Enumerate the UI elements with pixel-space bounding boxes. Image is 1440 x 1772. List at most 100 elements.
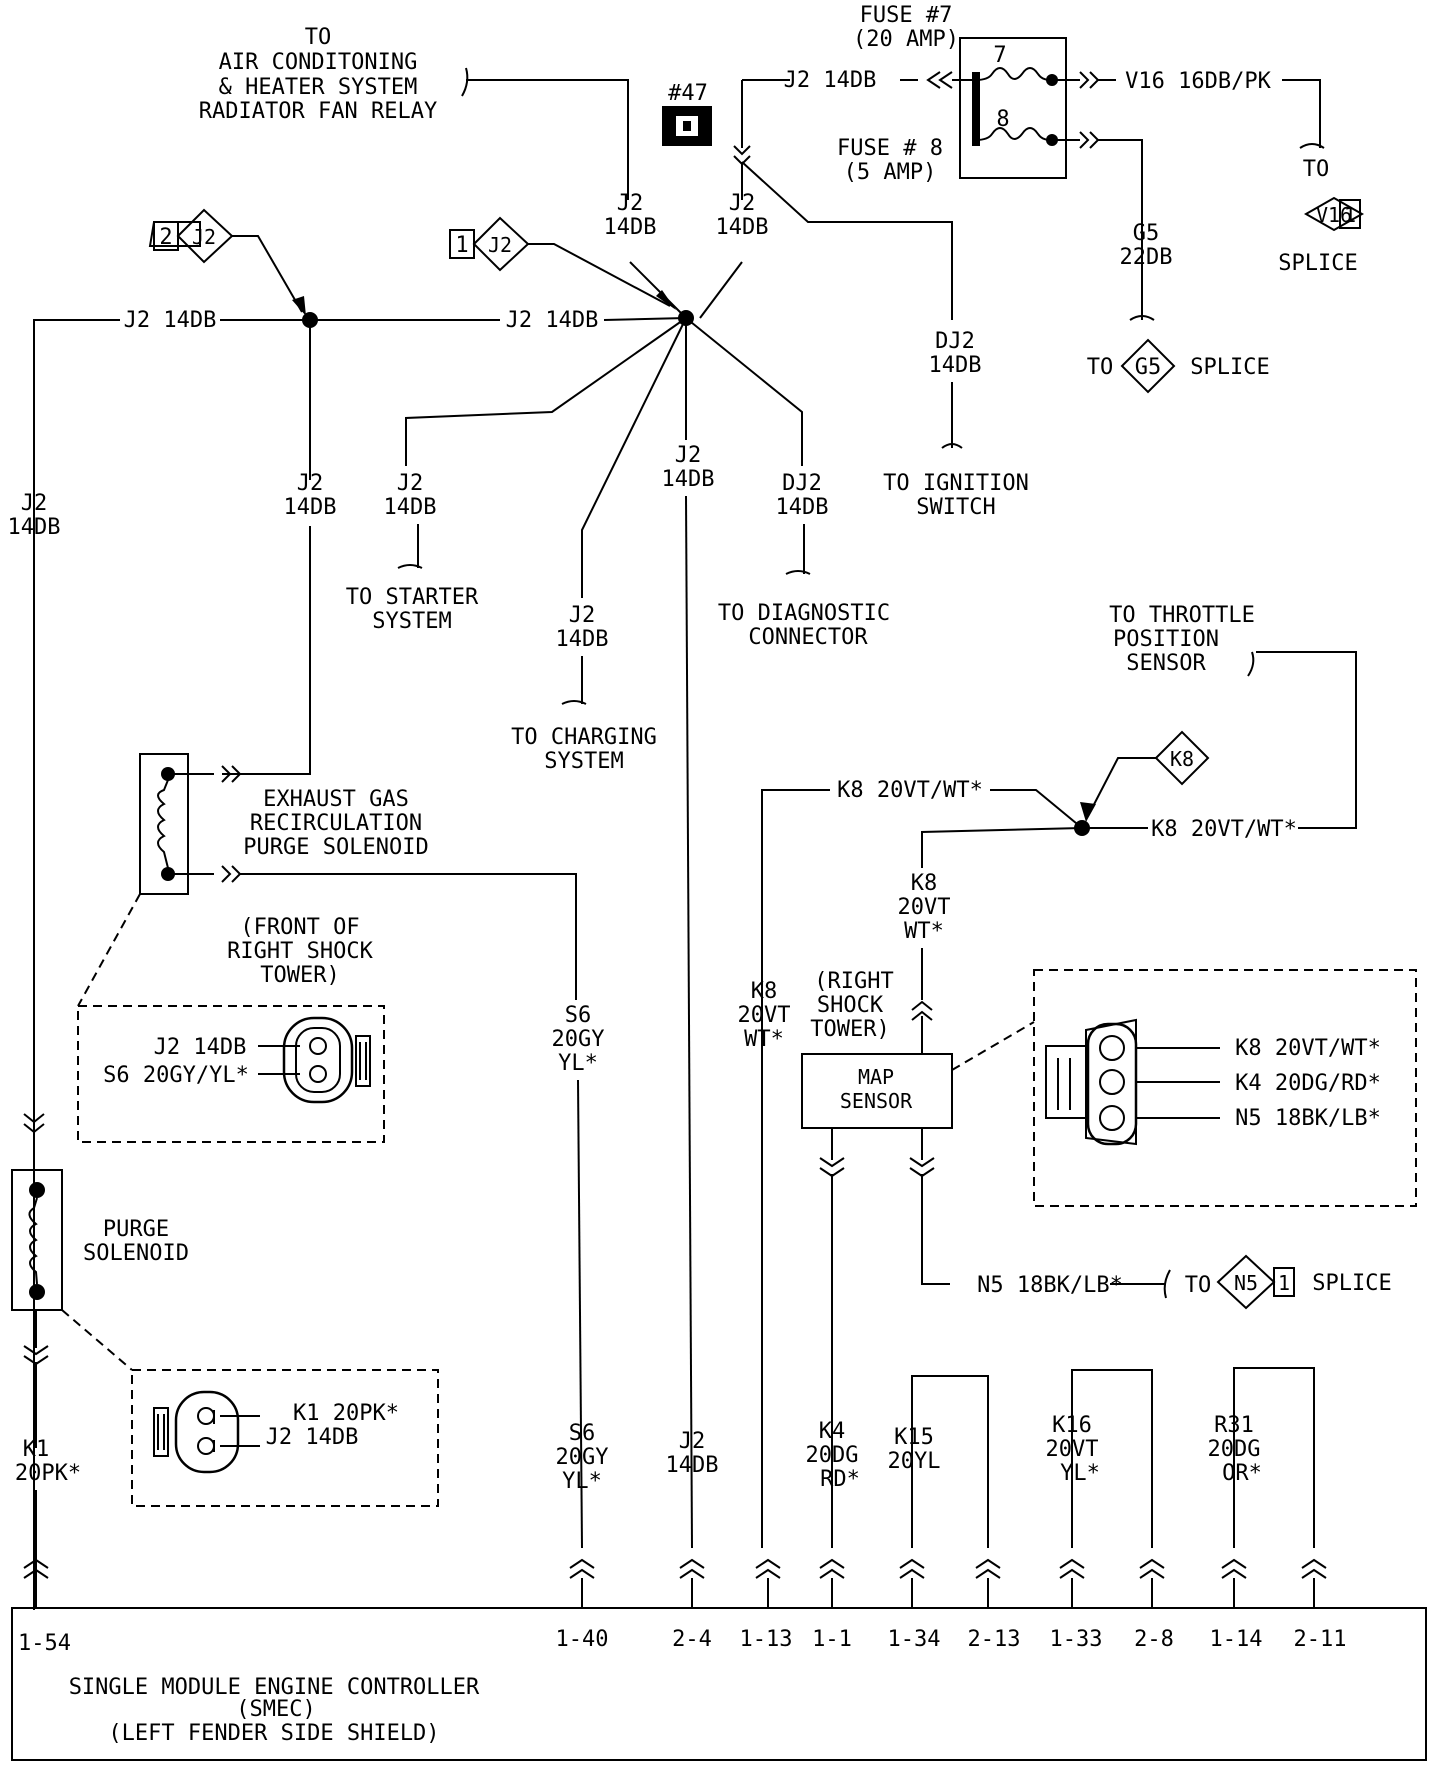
jumper-k16 [1071,1369,1153,1548]
k15-label: K15 [894,1425,934,1450]
pin-label-1-33: 1-33 [1050,1627,1103,1652]
fuse8-element [975,127,1051,141]
pin-label-1-34: 1-34 [888,1627,941,1652]
ac-break-symbol [461,67,469,97]
j2-ref1-id: J2 [488,233,512,257]
s6-egr-label: S6 [565,1003,592,1028]
smec-label-3: (LEFT FENDER SIDE SHIELD) [108,1721,439,1746]
map-conn-k4-label: K4 20DG/RD* [1235,1071,1381,1096]
wire-dj2-ignition [741,161,953,320]
wire-k8-map [921,827,1083,868]
pin-connector-2-11 [1301,1558,1327,1608]
s6-egr-yl: YL* [558,1051,598,1076]
k1-20pk-label: 20PK* [15,1461,81,1486]
wire-k8-pin113 [761,789,830,1548]
k16-label: K16 [1052,1413,1092,1438]
egr-conn-j2-label: J2 14DB [154,1035,247,1060]
egr-connector-icon [282,1016,354,1104]
pin-label-2-8: 2-8 [1134,1627,1174,1652]
fuse-block [959,37,1067,179]
k8-vert-label: K8 [751,979,778,1004]
fuse-num-8: 8 [996,107,1009,132]
charging-j2-label: J2 [569,603,596,628]
map-label-2: SENSOR [840,1089,913,1113]
fuse7-label-2: (20 AMP) [853,27,959,52]
n5-splice-label: SPLICE [1312,1271,1391,1296]
g5-22db-label: 22DB [1120,245,1173,270]
purge-top-chevron [23,1113,45,1134]
g5-splice-diamond [1120,338,1176,394]
pin-connector-1-34 [899,1558,925,1608]
k8-ref-id: K8 [1170,747,1194,771]
n5-splice-id: N5 [1234,1271,1258,1295]
purge-connector-detail [131,1369,439,1507]
fuse7-element [975,67,1051,81]
wire-g5 [1052,131,1143,320]
k16-20vt-label: 20VT [1046,1437,1099,1462]
to-diag-label-1: TO DIAGNOSTIC [718,601,890,626]
k4-20dg-label: 20DG [806,1443,859,1468]
jumper-r31 [1233,1367,1315,1548]
pin-connector-1-40 [569,1558,595,1608]
r31-20dg-label: 20DG [1208,1437,1261,1462]
k4-rd-label: RD* [820,1467,860,1492]
pin-connector-1-33 [1059,1558,1085,1608]
map-sensor [801,1053,953,1129]
v16-wire-label: V16 16DB/PK [1125,69,1271,94]
purge-conn-j2-label: J2 14DB [266,1425,359,1450]
map-conn-k8-label: K8 20VT/WT* [1235,1036,1381,1061]
pin-connector-1-54 [23,1558,49,1608]
k8-ref-diamond [1154,730,1210,786]
k8-tps-label: K8 20VT/WT* [1151,817,1297,842]
center-14db-label: 14DB [662,467,715,492]
g5-label: G5 [1133,221,1160,246]
wire-s6-egr [240,873,577,1000]
pin-label-2-11: 2-11 [1294,1627,1347,1652]
pin-2-4-14db-label: 14DB [666,1453,719,1478]
to-ac-label-2: AIR CONDITONING [219,50,418,75]
pin-label-1-13: 1-13 [740,1627,793,1652]
to-ac-label-4: RADIATOR FAN RELAY [199,99,437,124]
pin-label-1-40: 1-40 [556,1627,609,1652]
g5-splice-label: SPLICE [1190,355,1269,380]
s6-pin-20gy: 20GY [556,1445,609,1470]
egr-label-1: EXHAUST GAS [263,787,409,812]
center-j2-label: J2 [675,443,702,468]
pin-label-1-1: 1-1 [812,1627,852,1652]
j2-ref1-num: 1 [455,233,468,258]
fuse7-output [1052,71,1116,89]
fuse7-label-1: FUSE #7 [860,3,953,28]
v16-splice-diamond [1303,196,1365,232]
n5-wire-label: N5 18BK/LB* [977,1273,1123,1298]
dj2-ign-label: DJ2 [935,329,975,354]
right-shock-label-1: (RIGHT [814,969,893,994]
pin-connector-2-4 [679,1558,705,1608]
right-shock-label-2: SHOCK [817,993,884,1018]
front-shock-label-3: TOWER) [260,963,339,988]
j2-ref2-num: 2 [159,225,172,250]
r31-label: R31 [1214,1413,1254,1438]
ac-j2-label: J2 [617,191,644,216]
j2-ref1-arrow [528,243,671,307]
dj2-diag-label: DJ2 [782,471,822,496]
k4-label: K4 [819,1419,846,1444]
connector-47-label: #47 [668,81,708,106]
to-ignition-label-1: TO IGNITION [883,471,1029,496]
fuse7-input-chevron [926,71,953,89]
fuse-j2-wire-label: J2 14DB [784,68,877,93]
to-ac-label-3: & HEATER SYSTEM [219,75,418,100]
s6-egr-20gy: 20GY [552,1027,605,1052]
v16-splice-num: 1 [1344,203,1356,227]
purge-label-1: PURGE [103,1217,169,1242]
smec-label-2: (SMEC) [236,1697,315,1722]
to-ignition-label-2: SWITCH [916,495,995,520]
k8-vert-20vt: 20VT [738,1003,791,1028]
pin-connector-2-13 [975,1558,1001,1608]
map-label-1: MAP [858,1065,894,1089]
egr-label-3: PURGE SOLENOID [243,835,428,860]
purge-conn-k1-label: K1 20PK* [293,1401,399,1426]
purge-coil-icon [28,1197,38,1285]
g5-splice-id: G5 [1135,355,1162,380]
wire-ac-j2 [466,79,629,200]
